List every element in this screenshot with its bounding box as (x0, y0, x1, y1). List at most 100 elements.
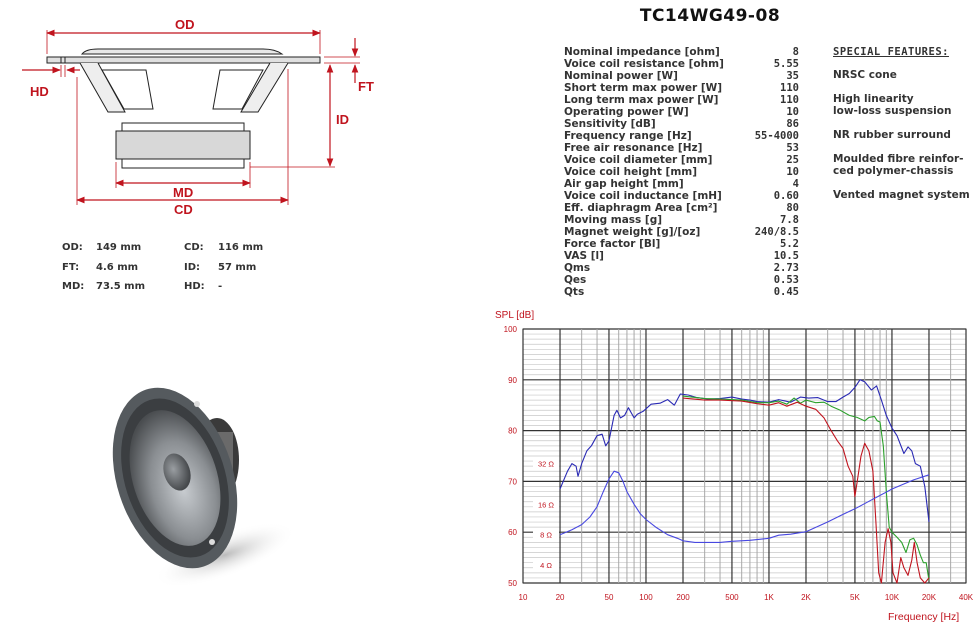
spec-row: Short term max power [W] 110 (564, 82, 799, 94)
spec-label: Moving mass [g] (564, 214, 663, 226)
spec-row: Voice coil resistance [ohm] 5.55 (564, 58, 799, 70)
feature-item: Moulded fibre reinfor- ced polymer-chass… (833, 153, 964, 177)
spec-label: Air gap height [mm] (564, 178, 684, 190)
impedance-tick-label: 32 Ω (538, 460, 554, 469)
spec-label: Long term max power [W] (564, 94, 719, 106)
dimension-row: FT: 4.6 mm ID: 57 mm (62, 262, 322, 282)
chart-series (559, 379, 930, 584)
spec-value: 240/8.5 (754, 226, 799, 238)
spec-value: 0.53 (773, 274, 799, 286)
spec-row: Sensitivity [dB]86 (564, 118, 799, 130)
dimension-key: CD: (184, 242, 204, 253)
spec-row: Voice coil height [mm]10 (564, 166, 799, 178)
dimension-value: 4.6 mm (96, 261, 139, 273)
impedance-tick-label: 4 Ω (540, 561, 552, 570)
spec-label: Qts (564, 286, 585, 298)
feature-item: High linearity low-loss suspension (833, 93, 952, 117)
spec-label: Voice coil resistance [ohm] (564, 58, 724, 70)
dimension-key: FT: (62, 261, 80, 273)
spec-label: VAS [l] (564, 250, 604, 262)
hd-label: HD (30, 84, 49, 99)
spec-label: Operating power [W] (564, 106, 689, 118)
spec-value: 8 (792, 46, 799, 58)
spec-label: Free air resonance [Hz] (564, 142, 703, 154)
spec-row: Nominal power [W]35 (564, 70, 799, 82)
spec-label: Qms (564, 262, 591, 274)
spec-row: Voice coil diameter [mm]25 (564, 154, 799, 166)
features-heading: SPECIAL FEATURES: (833, 46, 949, 58)
spec-row: Magnet weight [g]/[oz] 240/8.5 (564, 226, 799, 238)
spec-value: 110 (780, 82, 799, 94)
spec-row: Operating power [W]10 (564, 106, 799, 118)
spec-row: Moving mass [g]7.8 (564, 214, 799, 226)
x-tick-label: 200 (676, 593, 690, 602)
impedance-tick-bg (533, 529, 559, 540)
spec-label: Nominal impedance [ohm] (564, 46, 720, 58)
x-tick-label: 10K (885, 593, 900, 602)
spec-label: Eff. diaphragm Area [cm²] (564, 202, 718, 214)
x-tick-label: 2K (801, 593, 811, 602)
spec-value: 4 (792, 178, 799, 190)
series-spl-30-deg (682, 395, 930, 581)
spec-label: Short term max power [W] (564, 82, 723, 94)
spec-label: Frequency range [Hz] (564, 130, 692, 142)
series-spl-on-axis (559, 379, 930, 523)
dimension-value: 57 mm (218, 261, 257, 273)
cd-label: CD (174, 202, 193, 217)
product-title: TC14WG49-08 (639, 6, 781, 26)
spec-label: Qes (564, 274, 587, 286)
series-spl-60-deg (682, 397, 930, 584)
dimension-value: - (218, 281, 223, 292)
shadow (154, 522, 296, 588)
dimension-key: MD: (62, 281, 85, 292)
x-tick-label: 50 (605, 593, 614, 602)
spec-value: 5.2 (780, 238, 799, 250)
dimension-value: 149 mm (96, 242, 142, 253)
speaker-cross-section (46, 48, 321, 169)
x-axis-label: Frequency [Hz] (888, 611, 959, 623)
spec-label: Nominal power [W] (564, 70, 678, 82)
spec-row: Long term max power [W] 110 (564, 94, 799, 106)
spec-label: Magnet weight [g]/[oz] (564, 226, 701, 238)
x-tick-label: 40K (959, 593, 974, 602)
spec-row: Air gap height [mm] 4 (564, 178, 799, 190)
spec-label: Force factor [Bl] (564, 238, 661, 250)
impedance-tick-bg (533, 499, 559, 510)
x-tick-label: 1K (764, 593, 774, 602)
spec-row: Free air resonance [Hz] 53 (564, 142, 799, 154)
spec-row: Qes 0.53 (564, 274, 799, 286)
impedance-tick-label: 16 Ω (538, 500, 554, 509)
y-tick-label: 60 (508, 528, 517, 537)
spec-row: Nominal impedance [ohm] 8 (564, 46, 799, 58)
impedance-tick-bg (533, 458, 559, 469)
spec-value: 110 (780, 94, 799, 106)
spec-value: 10 (786, 166, 799, 178)
series-impedance (559, 470, 930, 543)
dimension-key: ID: (184, 261, 201, 273)
spec-value: 25 (786, 154, 799, 166)
md-label: MD (173, 185, 193, 200)
dust-cap (163, 453, 191, 491)
feature-item: NRSC cone (833, 69, 897, 81)
spec-value: 53 (786, 142, 799, 154)
spec-row: Frequency range [Hz]55-4000 (564, 130, 799, 142)
x-tick-label: 20K (922, 593, 937, 602)
y-tick-label: 90 (508, 376, 517, 385)
id-label: ID (336, 112, 349, 127)
spec-value: 86 (786, 118, 799, 130)
spec-value: 5.55 (773, 58, 799, 70)
feature-item: NR rubber surround (833, 129, 951, 141)
y-axis-label: SPL [dB] (495, 310, 534, 321)
x-tick-label: 500 (725, 593, 739, 602)
spec-row: Voice coil inductance [mH]0.60 (564, 190, 799, 202)
x-tick-label: 20 (556, 593, 565, 602)
y-tick-label: 100 (504, 325, 518, 334)
impedance-tick-bg (533, 560, 559, 571)
